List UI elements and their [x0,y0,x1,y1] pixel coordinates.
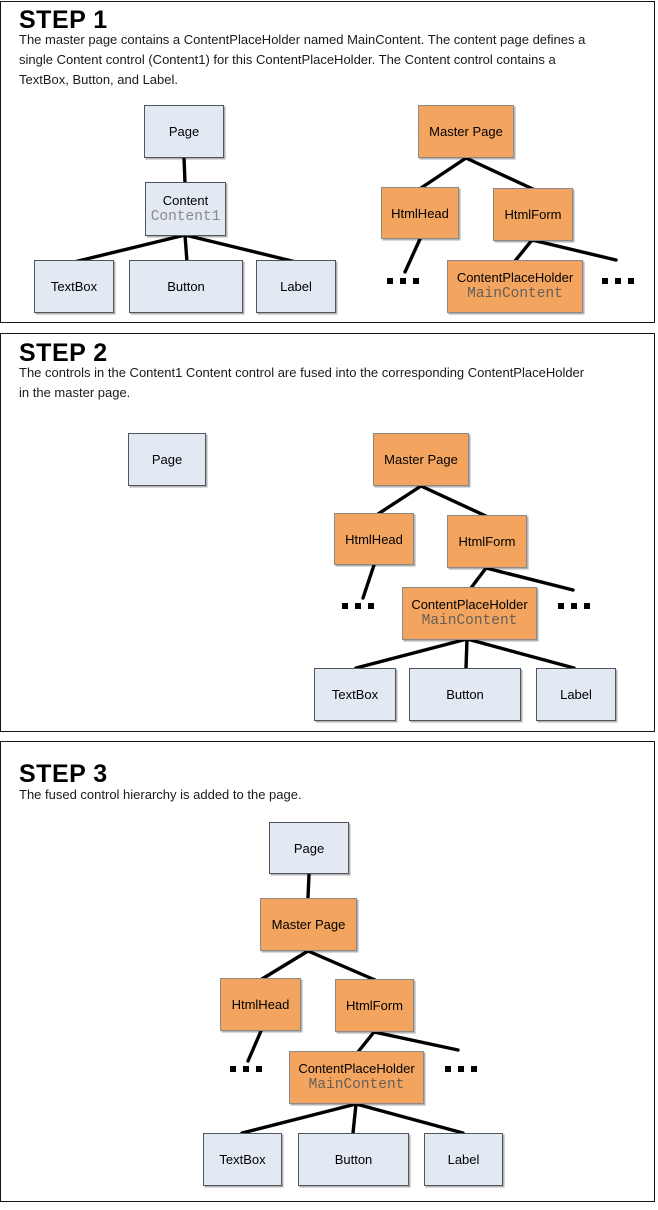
node-html-head-label: HtmlHead [345,531,403,547]
step3-title: STEP 3 [19,760,108,788]
ellipsis-dot [387,278,393,284]
node-button: Button [409,668,521,721]
ellipsis-dot [243,1066,249,1072]
ellipsis-dot [256,1066,262,1072]
node-label-label: Label [560,687,592,702]
ellipsis-dot [400,278,406,284]
node-page-label: Page [293,840,325,856]
node-html-head-label: HtmlHead [391,205,449,221]
node-content-placeholder-id: MainContent [308,1077,405,1093]
node-textbox: TextBox [34,260,114,313]
node-master-page-label: Master Page [271,917,346,932]
node-label-label: Label [280,279,312,294]
node-html-head: HtmlHead [220,978,301,1031]
node-label: Label [424,1133,503,1186]
node-html-form: HtmlForm [447,515,527,568]
node-button-label: Button [334,1152,373,1167]
ellipsis-dot [355,603,361,609]
node-content-id: Content1 [150,208,221,225]
step3-description: The fused control hierarchy is added to … [19,787,302,802]
node-page-label: Page [151,452,183,467]
node-content-placeholder-id: MainContent [421,613,518,629]
node-button-label: Button [167,279,205,294]
ellipsis-icon [558,603,590,609]
node-html-form: HtmlForm [335,979,414,1032]
node-label: Label [536,668,616,721]
node-page: Page [144,105,224,158]
ellipsis-dot [615,278,621,284]
step2-description: The controls in the Content1 Content con… [19,365,585,400]
ellipsis-dot [584,603,590,609]
node-content-placeholder-label: ContentPlaceHolder [298,1061,415,1076]
node-button-label: Button [446,687,484,702]
ellipsis-dot [445,1066,451,1072]
node-html-form-label: HtmlForm [504,207,562,222]
ellipsis-dot [230,1066,236,1072]
node-html-head: HtmlHead [381,187,459,239]
node-content-placeholder-label: ContentPlaceHolder [411,597,528,612]
node-textbox-label: TextBox [50,279,98,294]
node-content-label: Content [162,192,209,208]
node-html-head-label: HtmlHead [231,997,290,1012]
node-page: Page [269,822,349,874]
ellipsis-icon [342,603,374,609]
node-master-page: Master Page [260,898,357,951]
node-content-placeholder: ContentPlaceHolder MainContent [402,587,537,640]
ellipsis-dot [571,603,577,609]
ellipsis-dot [628,278,634,284]
node-master-page-label: Master Page [429,124,503,139]
ellipsis-dot [602,278,608,284]
node-html-form: HtmlForm [493,188,573,241]
node-label-label: Label [447,1152,480,1167]
node-master-page: Master Page [373,433,469,486]
node-textbox: TextBox [314,668,396,721]
ellipsis-icon [230,1066,262,1072]
ellipsis-dot [342,603,348,609]
node-page: Page [128,433,206,486]
step3-panel: STEP 3 The fused control hierarchy is ad… [0,741,655,1202]
node-content-placeholder: ContentPlaceHolder MainContent [289,1051,424,1104]
node-textbox-label: TextBox [219,1152,266,1167]
node-content-placeholder-label: ContentPlaceHolder [456,270,574,285]
node-html-form-label: HtmlForm [458,534,516,549]
node-content: Content Content1 [145,182,226,236]
ellipsis-dot [471,1066,477,1072]
step3-connectors [240,872,465,1135]
step1-title: STEP 1 [19,6,108,34]
ellipsis-dot [368,603,374,609]
step2-title: STEP 2 [19,339,108,367]
ellipsis-dot [413,278,419,284]
node-page-label: Page [168,124,200,139]
step1-description: The master page contains a ContentPlaceH… [19,32,586,87]
node-content-placeholder-id: MainContent [467,286,563,302]
node-html-head: HtmlHead [334,513,414,565]
ellipsis-dot [458,1066,464,1072]
ellipsis-icon [602,278,634,284]
node-textbox: TextBox [203,1133,282,1186]
ellipsis-icon [445,1066,477,1072]
node-button: Button [129,260,243,313]
ellipsis-icon [387,278,419,284]
step2-panel: STEP 2 The controls in the Content1 Cont… [0,333,655,732]
node-textbox-label: TextBox [331,687,379,702]
node-master-page: Master Page [418,105,514,158]
ellipsis-dot [558,603,564,609]
step1-panel: STEP 1 The master page contains a Conten… [0,1,655,323]
node-content-placeholder: ContentPlaceHolder MainContent [447,260,583,313]
node-button: Button [298,1133,409,1186]
node-label: Label [256,260,336,313]
node-html-form-label: HtmlForm [345,998,404,1013]
node-master-page-label: Master Page [384,452,458,467]
